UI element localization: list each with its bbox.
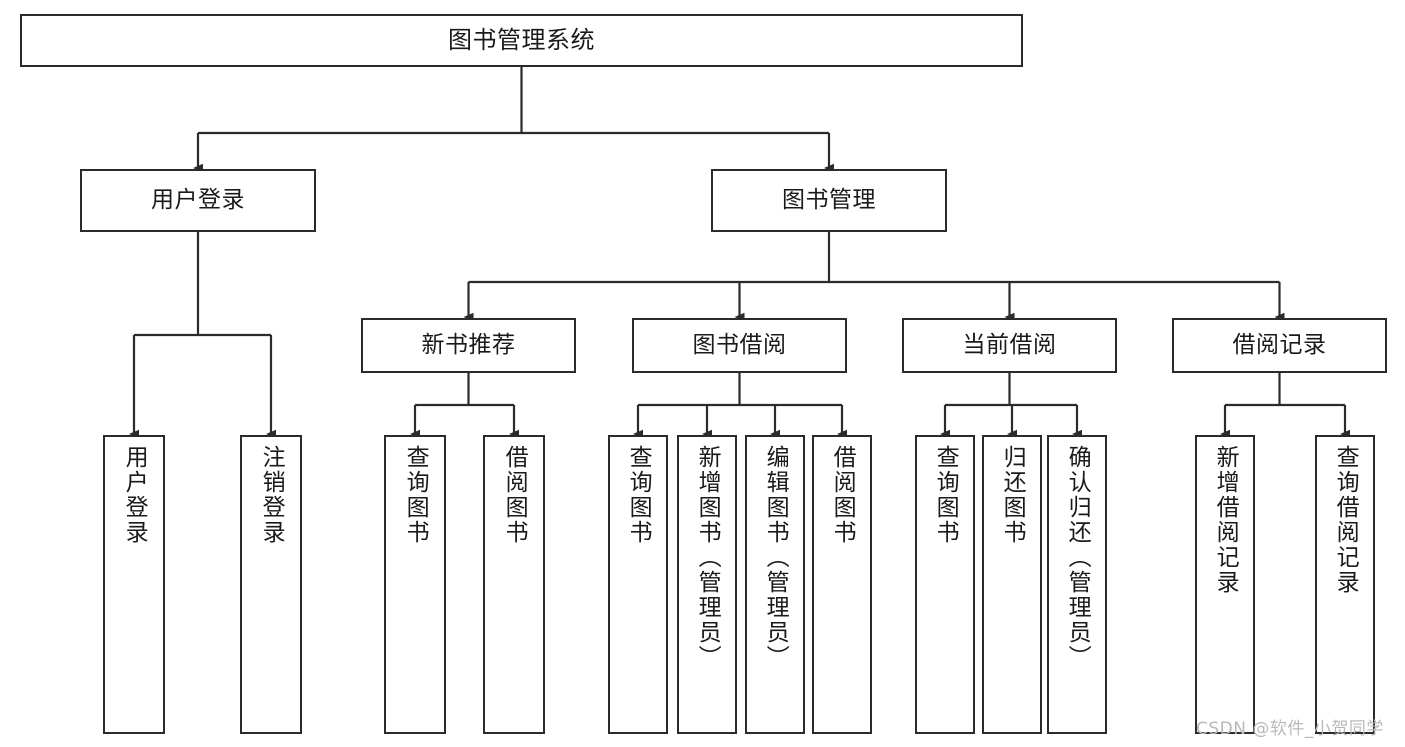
node-leaf-confirm-return: 确认归还（管理员） [1047,435,1107,734]
node-label: 图书借阅 [692,331,787,358]
edge-path-group [129,67,1350,439]
node-label: 当前借阅 [962,331,1057,358]
node-label: 用户登录 [121,445,148,545]
node-book-borrow: 图书借阅 [632,318,847,373]
node-label: 查询图书 [402,445,429,545]
node-leaf-borrow-book-2: 借阅图书 [812,435,872,734]
node-label: 借阅图书 [829,445,856,545]
node-leaf-add-book: 新增图书（管理员） [677,435,737,734]
csdn-watermark: CSDN @软件_小贺同学 [1196,719,1384,739]
node-leaf-return-book: 归还图书 [982,435,1042,734]
node-label: 查询图书 [625,445,652,545]
node-current-borrow: 当前借阅 [902,318,1117,373]
node-leaf-edit-book: 编辑图书（管理员） [745,435,805,734]
node-label: 确认归还（管理员） [1064,445,1091,670]
node-leaf-query-book-3: 查询图书 [915,435,975,734]
node-label: 新增借阅记录 [1212,445,1239,595]
node-label: 查询借阅记录 [1332,445,1359,595]
node-borrow-record: 借阅记录 [1172,318,1387,373]
node-leaf-add-borrow-record: 新增借阅记录 [1195,435,1255,734]
node-leaf-user-login: 用户登录 [103,435,165,734]
node-root: 图书管理系统 [20,14,1023,67]
node-leaf-query-book-2: 查询图书 [608,435,668,734]
node-book-manage: 图书管理 [711,169,947,232]
node-label: 编辑图书（管理员） [762,445,789,670]
node-label: 查询图书 [932,445,959,545]
node-label: 注销登录 [258,445,285,545]
node-label: 图书管理 [782,186,876,213]
node-user-login: 用户登录 [80,169,316,232]
node-label: 借阅图书 [501,445,528,545]
node-leaf-query-borrow-record: 查询借阅记录 [1315,435,1375,734]
node-leaf-query-book-1: 查询图书 [384,435,446,734]
node-label: 用户登录 [151,186,245,213]
node-label: 借阅记录 [1232,331,1327,358]
node-leaf-borrow-book-1: 借阅图书 [483,435,545,734]
node-label: 新书推荐 [421,331,516,358]
node-new-book-recommend: 新书推荐 [361,318,576,373]
node-label: 归还图书 [999,445,1026,545]
node-leaf-logout-login: 注销登录 [240,435,302,734]
node-label: 新增图书（管理员） [694,445,721,670]
node-label: 图书管理系统 [448,26,595,55]
